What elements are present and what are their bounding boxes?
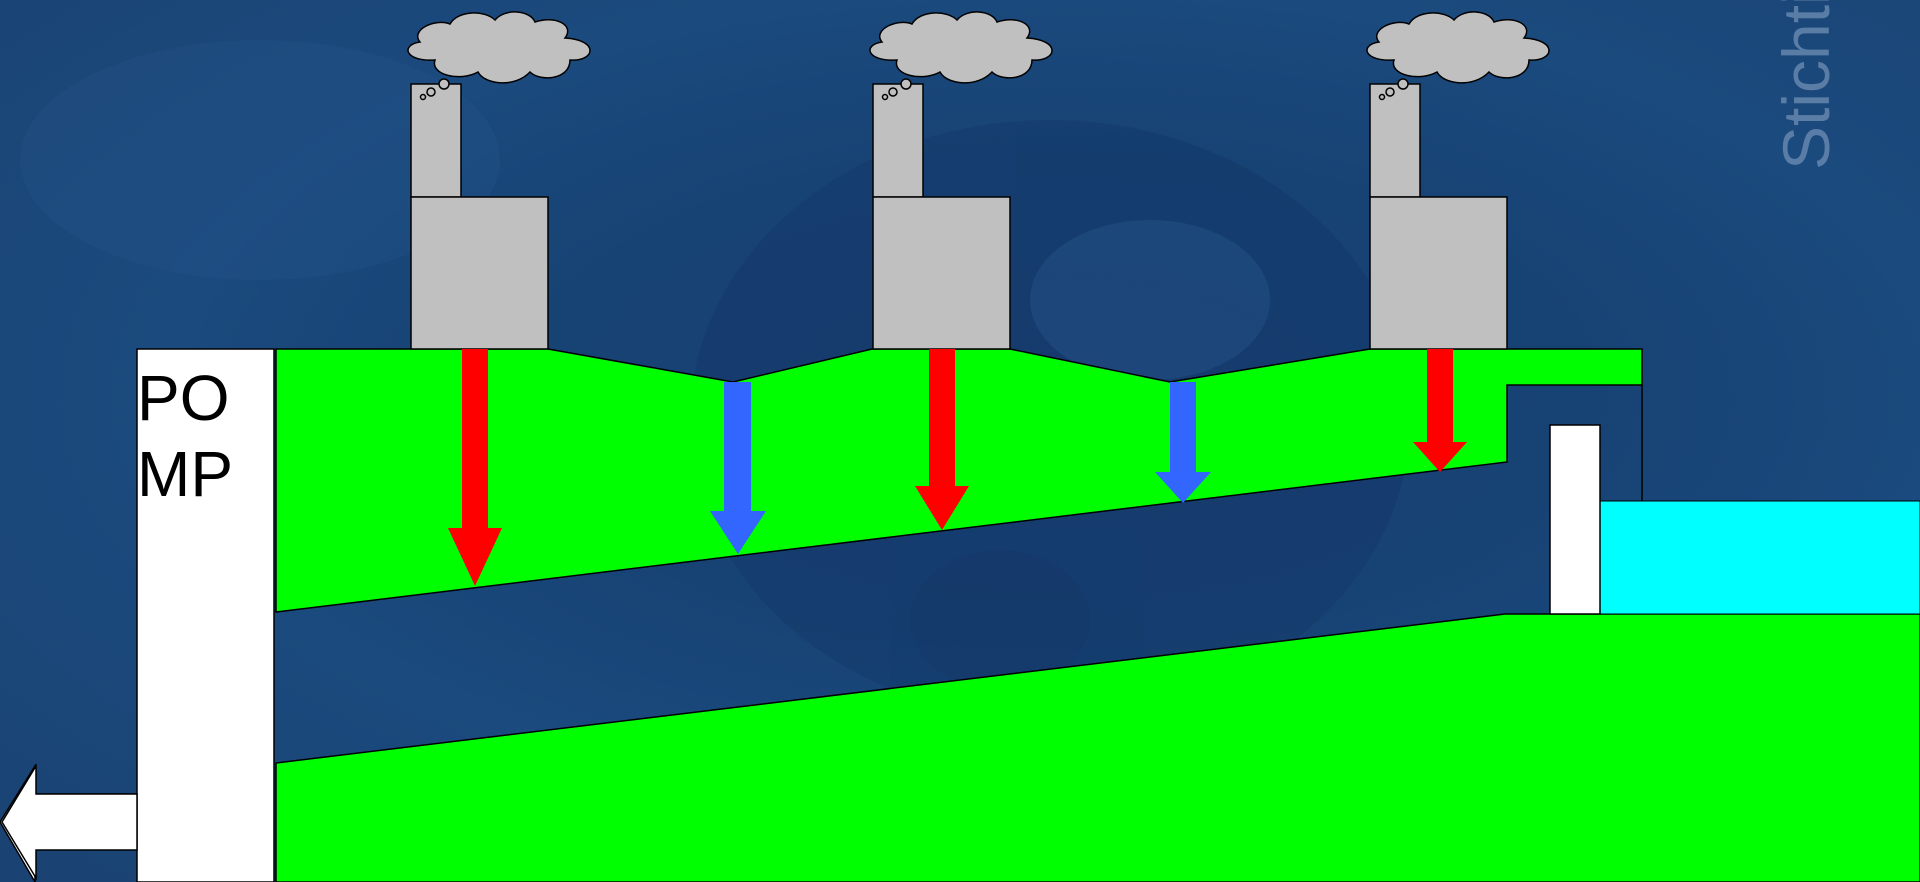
water-reservoir: [1600, 501, 1920, 614]
factory-1-chimney: [411, 84, 461, 197]
factory-1: [408, 12, 590, 349]
barrier-wall: [1550, 425, 1600, 614]
pump-label-line1: PO: [137, 360, 277, 436]
pump-label-line2: MP: [137, 436, 277, 512]
pump-label: PO MP: [137, 360, 277, 512]
factory-2-chimney: [873, 84, 923, 197]
factory-3: [1367, 12, 1549, 349]
factory-1-building: [411, 197, 548, 349]
factory-3-building: [1370, 197, 1507, 349]
factory-2-building: [873, 197, 1010, 349]
factory-3-chimney: [1370, 84, 1420, 197]
